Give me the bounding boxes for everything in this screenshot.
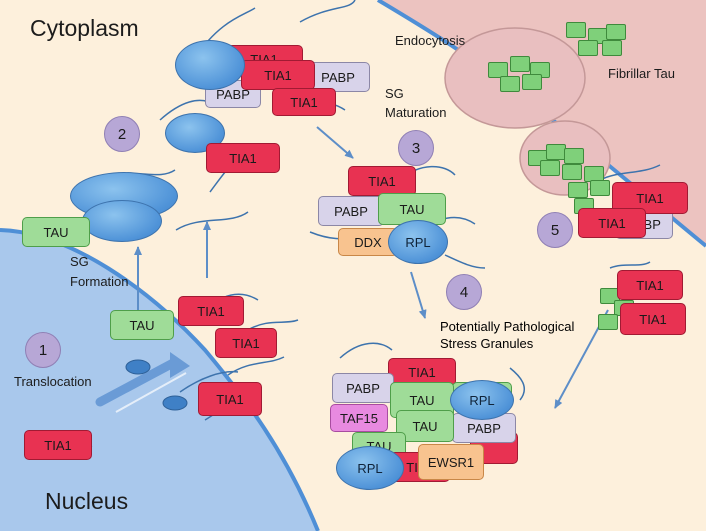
step-3-circle: 3 <box>398 130 434 166</box>
fibrillar-tau-label: Fibrillar Tau <box>608 66 675 81</box>
pabp-box: PABP <box>332 373 394 403</box>
nuclear-pore-icon <box>162 395 188 411</box>
step-5-circle: 5 <box>537 212 573 248</box>
tau-box: TAU <box>22 217 90 247</box>
tia1-box: TIA1 <box>612 182 688 214</box>
rpl-ribosome: RPL <box>450 380 514 420</box>
tau-box: TAU <box>110 310 174 340</box>
nucleus-label: Nucleus <box>45 488 129 514</box>
rpl-ribosome: RPL <box>388 220 448 264</box>
translocation-arrow <box>95 352 190 413</box>
tia1-box: TIA1 <box>620 303 686 335</box>
ribosome-subunit <box>175 40 245 90</box>
extracellular-region <box>378 0 706 246</box>
pabp-box: PABP <box>318 196 384 226</box>
tia1-box: TIA1 <box>272 88 336 116</box>
translocation-label: Translocation <box>14 374 92 389</box>
endocytosis-label: Endocytosis <box>395 33 466 48</box>
pabp-box: PABP <box>306 62 370 92</box>
tia1-box: TIA1 <box>578 208 646 238</box>
step-2-circle: 2 <box>104 116 140 152</box>
tia1-box: TIA1 <box>178 296 244 326</box>
ewsr1-box: EWSR1 <box>418 444 484 480</box>
ribosome-small-subunit <box>82 200 162 242</box>
tia1-box: TIA1 <box>24 430 92 460</box>
tia1-box: TIA1 <box>206 143 280 173</box>
nuclear-pore-icon <box>125 359 151 375</box>
tia1-box: TIA1 <box>215 328 277 358</box>
tia1-box: TIA1 <box>617 270 683 300</box>
sg-maturation-label: SG Maturation <box>385 86 447 120</box>
tia1-box: TIA1 <box>348 166 416 196</box>
pathological-sg-label: Potentially Pathological Stress Granules <box>440 319 575 351</box>
taf15-box: TAF15 <box>330 404 388 432</box>
cytoplasm-label: Cytoplasm <box>30 15 139 41</box>
sg-formation-label: SG Formation <box>70 254 129 289</box>
step-1-circle: 1 <box>25 332 61 368</box>
tia1-box: TIA1 <box>241 60 315 90</box>
rpl-ribosome: RPL <box>336 446 404 490</box>
tia1-box: TIA1 <box>388 358 456 386</box>
tia1-box: TIA1 <box>198 382 262 416</box>
step-4-circle: 4 <box>446 274 482 310</box>
